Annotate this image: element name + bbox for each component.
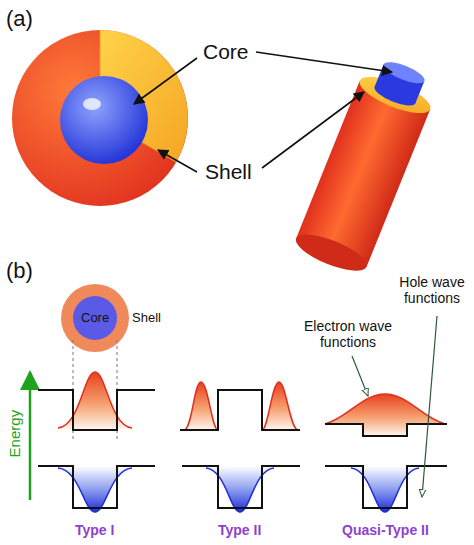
energy-axis — [29, 372, 32, 500]
type-label: Quasi-Type II — [342, 522, 429, 538]
callout-label: Electron wave functions — [293, 318, 403, 350]
callout-label: Hole wave functions — [394, 274, 470, 306]
part-label: Core — [203, 40, 249, 64]
panel-label: (a) — [6, 6, 33, 31]
type-label: Type I — [75, 522, 114, 538]
type-ii-bands — [180, 382, 300, 512]
hole-callout-arrow — [422, 316, 437, 497]
type-label: Type II — [218, 522, 261, 538]
part-label: Core — [81, 311, 109, 326]
part-label: Shell — [205, 160, 252, 184]
leader-arrows — [134, 52, 392, 172]
core-shell-sphere — [12, 30, 188, 206]
core-shell-nanowire — [292, 52, 442, 278]
type-i-bands — [38, 372, 155, 512]
axis-label: Energy — [6, 410, 23, 458]
part-label: Shell — [132, 311, 161, 326]
electron-callout-arrow — [352, 356, 368, 396]
panel-label: (b) — [6, 258, 33, 283]
